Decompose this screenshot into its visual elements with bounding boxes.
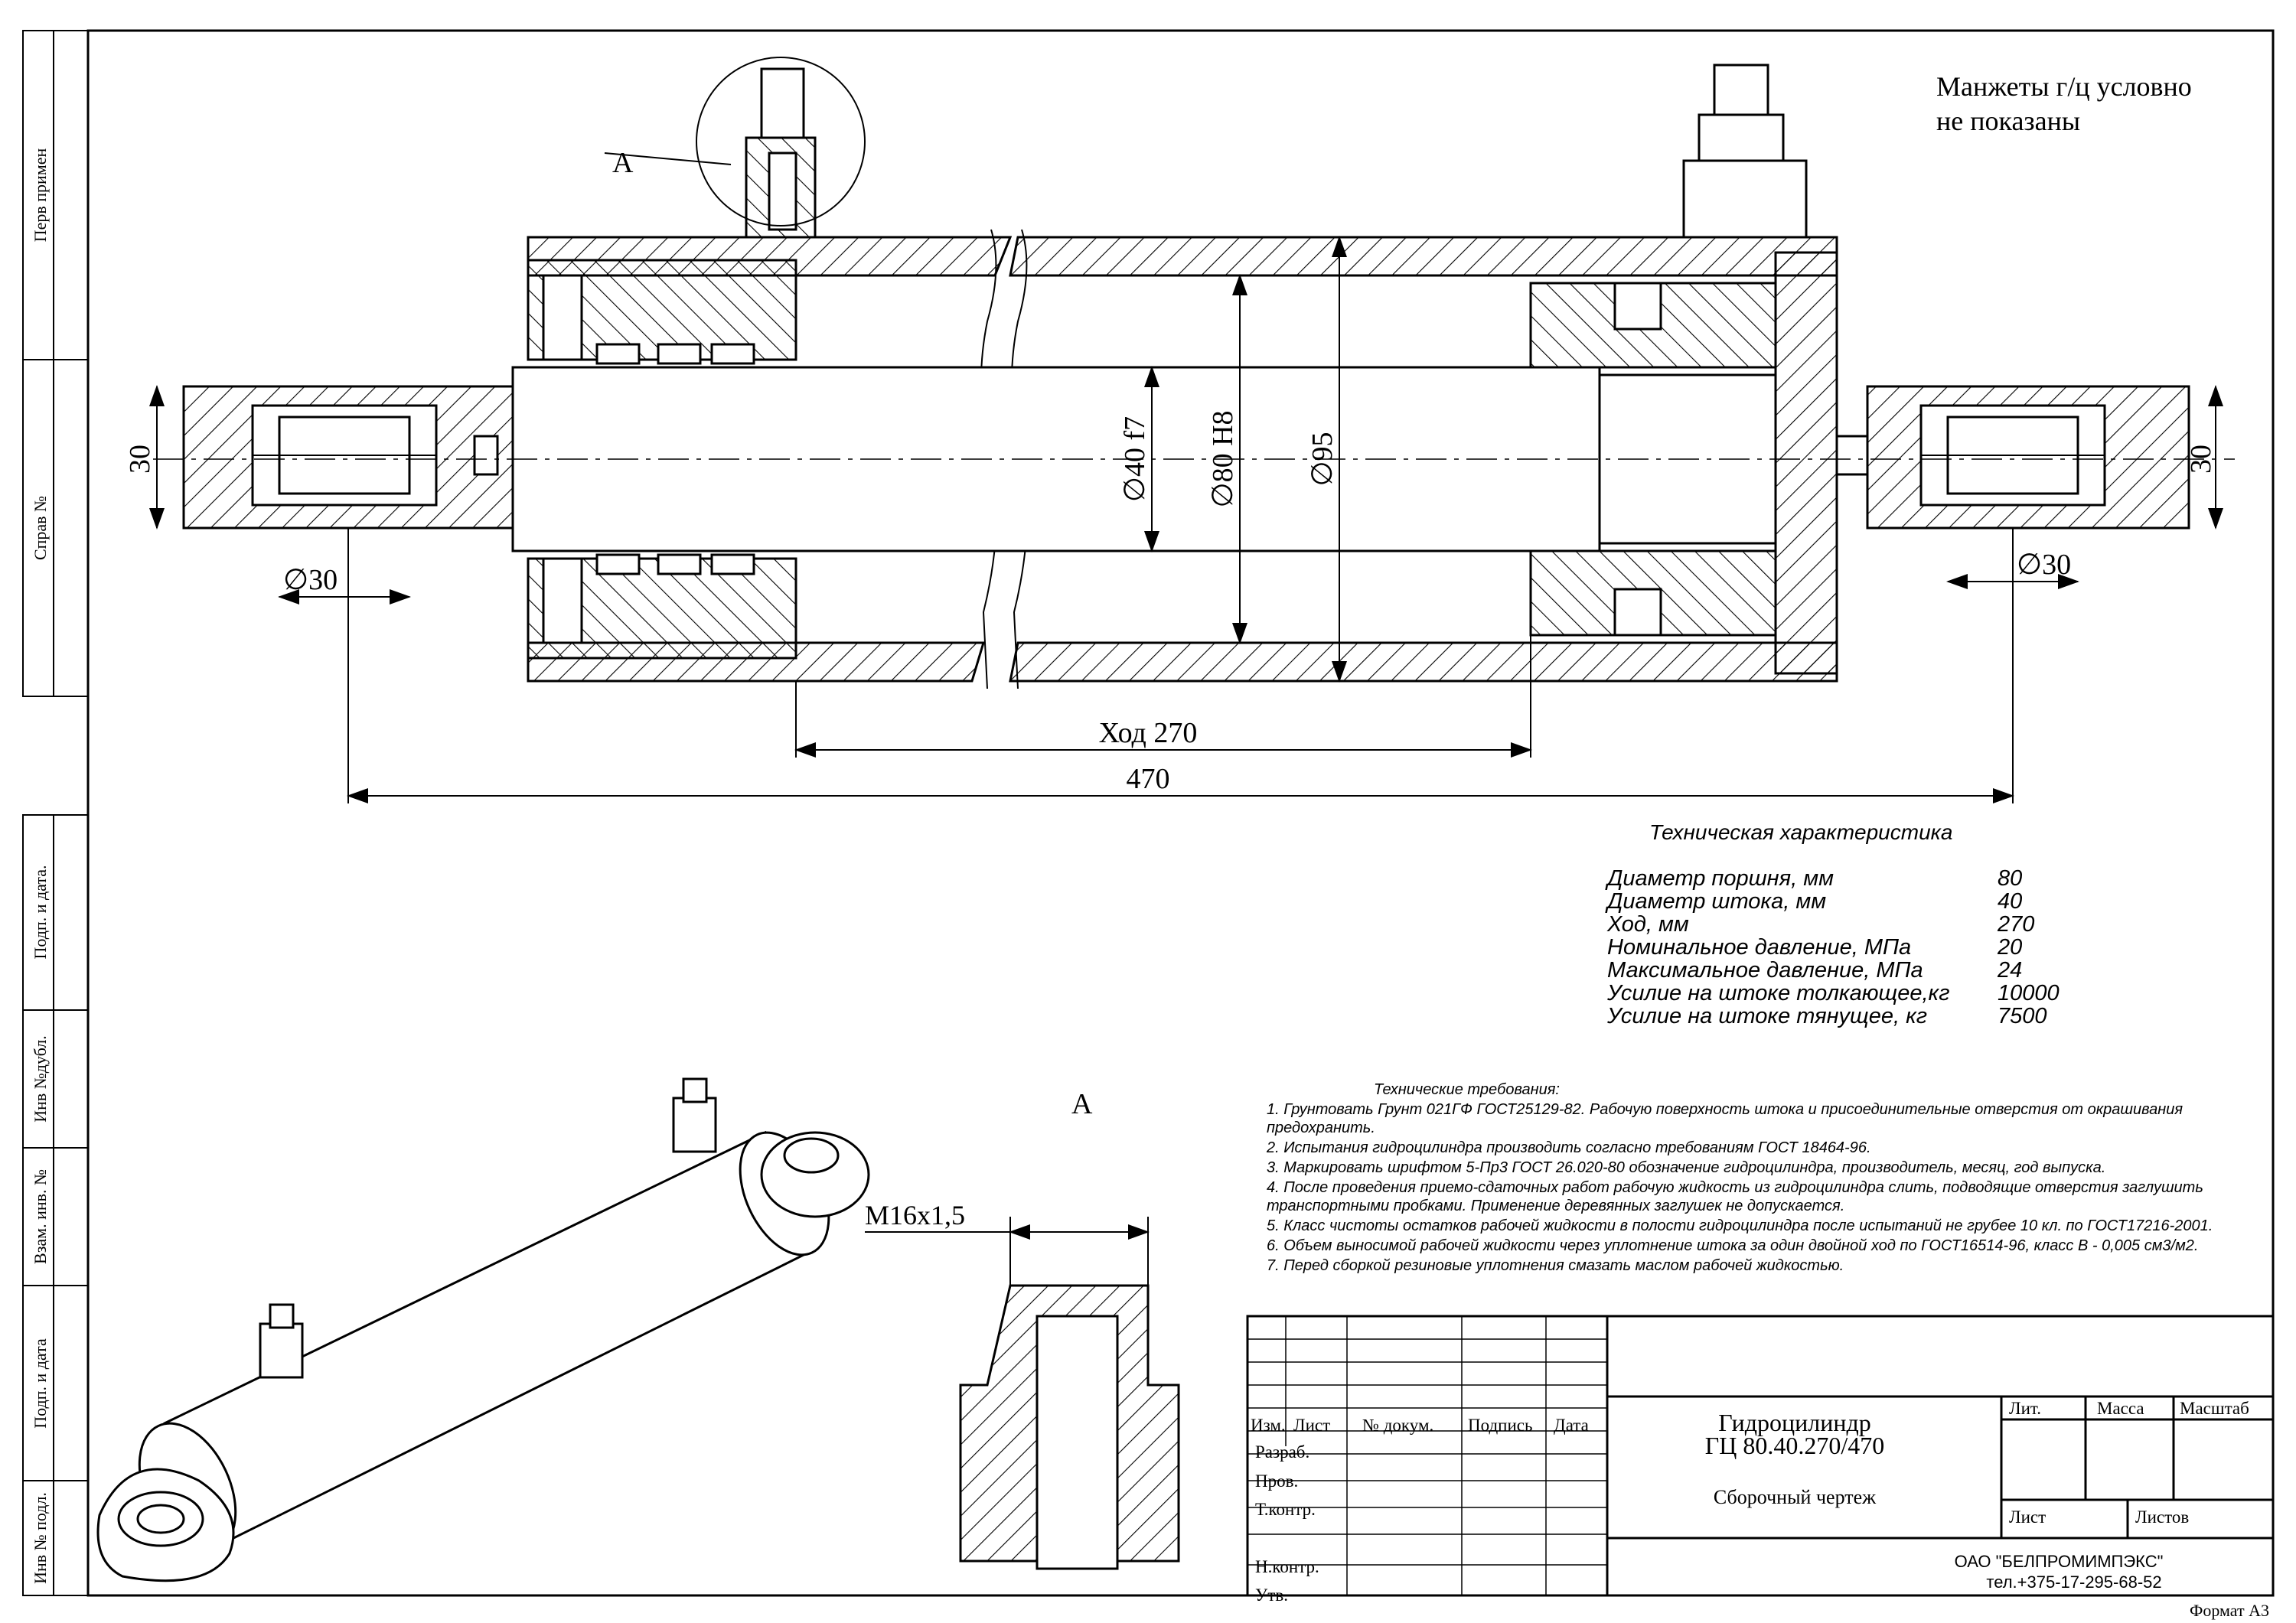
dim-stroke: Ход 270: [1099, 717, 1198, 749]
tb-name-1: Гидроцилиндр: [1718, 1409, 1870, 1436]
note-line-2: не показаны: [1936, 106, 2080, 136]
tech-value-3: 20: [1997, 935, 2022, 960]
tech-value-5: 10000: [1998, 981, 2060, 1005]
dim-pin-right: ∅30: [2017, 549, 2071, 581]
fitting-right: [1682, 64, 1808, 239]
iso-fitting-2: [259, 1322, 304, 1379]
tb-col-izm: Изм.: [1251, 1416, 1286, 1435]
stamp-perv-primen: Перв примен: [31, 148, 50, 243]
stamp-inv-dubl: Инв №дубл.: [31, 1035, 50, 1123]
tech-label-6: Усилие на штоке тянущее, кг: [1606, 1004, 1927, 1028]
detail-a-circle: [696, 57, 866, 227]
side-stamps: Перв примен Справ № Подп. и дата. Инв №д…: [31, 148, 50, 1584]
tb-role-utv: Утв.: [1255, 1586, 1288, 1605]
req-line-8: 7. Перед сборкой резиновые уплотнения см…: [1267, 1257, 1844, 1274]
tb-col-sign: Подпись: [1468, 1416, 1532, 1435]
tech-requirements: Технические требования: 1. Грунтовать Гр…: [1266, 1081, 2213, 1274]
detail-texts: А M16x1,5: [865, 1088, 1093, 1230]
rear-cap: [1774, 251, 1838, 675]
tech-value-1: 40: [1998, 889, 2022, 914]
left-eye: [182, 385, 514, 530]
tb-phone: тел.+375-17-295-68-52: [1986, 1572, 2161, 1592]
req-line-4: 4. После проведения приемо-сдаточных раб…: [1267, 1179, 2203, 1196]
tb-name-2: ГЦ 80.40.270/470: [1705, 1432, 1885, 1459]
tb-scale: Масштаб: [2180, 1399, 2249, 1418]
tech-value-0: 80: [1998, 866, 2022, 891]
isometric-view: [96, 1077, 870, 1582]
stamp-inv-podl: Инв № подл.: [31, 1492, 50, 1584]
tb-role-nkontr: Н.контр.: [1255, 1557, 1319, 1576]
dimension-lines: [149, 152, 2223, 803]
req-line-2: 2. Испытания гидроцилиндра производить с…: [1266, 1139, 1871, 1156]
detail-a: [865, 1217, 1180, 1570]
tech-label-5: Усилие на штоке толкающее,кг: [1606, 981, 1950, 1005]
stamp-podp-data-1: Подп. и дата.: [31, 865, 50, 959]
tube-top-wall-right: [1009, 236, 1838, 277]
gland-lower: [527, 557, 797, 660]
tech-label-3: Номинальное давление, МПа: [1607, 935, 1911, 960]
tech-title: Техническая характеристика: [1649, 820, 1952, 844]
sheet-frame: [22, 29, 2275, 1597]
tech-label-0: Диаметр поршня, мм: [1605, 866, 1834, 891]
dim-pin-left: ∅30: [283, 564, 338, 596]
tb-col-date: Дата: [1554, 1416, 1589, 1435]
iso-front-eye: [96, 1468, 235, 1582]
tb-doc-type: Сборочный чертеж: [1714, 1486, 1877, 1508]
req-line-7: 6. Объем выносимой рабочей жидкости чере…: [1267, 1237, 2198, 1254]
note-line-1: Манжеты г/ц условно: [1936, 71, 2192, 102]
title-block-texts: Изм. Лист № докум. Подпись Дата Разраб. …: [1251, 1399, 2269, 1620]
stamp-podp-data-2: Подп. и дата: [31, 1338, 50, 1429]
tech-value-4: 24: [1997, 958, 2022, 983]
dimension-texts: 30 30 ∅30 ∅30 ∅40 f7 ∅80 H8 ∅95 Ход 270 …: [124, 147, 2217, 795]
dim-bore: ∅80 H8: [1207, 410, 1239, 507]
dim-length: 470: [1127, 763, 1170, 795]
req-line-5: транспортными пробками. Применение дерев…: [1267, 1198, 1844, 1214]
dim-tube: ∅95: [1306, 432, 1339, 486]
tb-role-tkontr: Т.контр.: [1255, 1500, 1316, 1519]
iso-fitting-1: [672, 1097, 717, 1153]
dim-rod: ∅40 f7: [1119, 416, 1151, 502]
fitting-left: [745, 67, 817, 239]
tech-label-2: Ход, мм: [1606, 912, 1689, 937]
tech-characteristics: Техническая характеристика Диаметр поршн…: [1605, 820, 2060, 1028]
tb-mass: Масса: [2097, 1399, 2144, 1418]
dim-eye-left: 30: [124, 445, 156, 474]
iso-rear-eye: [760, 1131, 870, 1218]
stamp-sprav: Справ №: [31, 496, 50, 560]
tb-sheets: Листов: [2135, 1507, 2189, 1527]
title-block: [1246, 1315, 2275, 1597]
tech-rows: Диаметр поршня, мм 80 Диаметр штока, мм …: [1605, 866, 2060, 1028]
req-line-0: 1. Грунтовать Грунт 021ГФ ГОСТ25129-82. …: [1267, 1101, 2183, 1118]
right-eye: [1835, 385, 2190, 530]
detail-thread: M16x1,5: [865, 1200, 965, 1230]
cylinder-section: [153, 57, 2235, 689]
tb-col-doc: № докум.: [1362, 1416, 1433, 1435]
tb-format: Формат А3: [2190, 1601, 2269, 1620]
tb-lit: Лит.: [2009, 1399, 2041, 1418]
gland-upper: [527, 259, 797, 361]
tb-role-razrab: Разраб.: [1255, 1442, 1309, 1462]
section-label-a: А: [612, 147, 634, 179]
tech-value-6: 7500: [1998, 1004, 2047, 1028]
detail-title: А: [1071, 1088, 1093, 1120]
tech-label-4: Максимальное давление, МПа: [1607, 958, 1923, 983]
tb-sheet: Лист: [2009, 1507, 2046, 1527]
tech-label-1: Диаметр штока, мм: [1605, 889, 1826, 914]
tb-col-list: Лист: [1293, 1416, 1330, 1435]
req-title: Технические требования:: [1374, 1081, 1560, 1098]
tube-bottom-wall-right: [1009, 641, 1838, 683]
tech-value-2: 270: [1997, 912, 2034, 937]
tb-role-prov: Пров.: [1255, 1471, 1298, 1491]
dim-eye-right: 30: [2185, 445, 2217, 474]
req-line-3: 3. Маркировать шрифтом 5-Пр3 ГОСТ 26.020…: [1267, 1159, 2105, 1176]
note-top: Манжеты г/ц условно не показаны: [1936, 71, 2192, 136]
tb-company: ОАО "БЕЛПРОМИМПЭКС": [1955, 1552, 2164, 1571]
detail-bore: [1035, 1315, 1119, 1570]
req-line-6: 5. Класс чистоты остатков рабочей жидкос…: [1267, 1217, 2213, 1234]
req-line-1: предохранить.: [1267, 1119, 1375, 1136]
stamp-vzam-inv: Взам. инв. №: [31, 1169, 50, 1264]
